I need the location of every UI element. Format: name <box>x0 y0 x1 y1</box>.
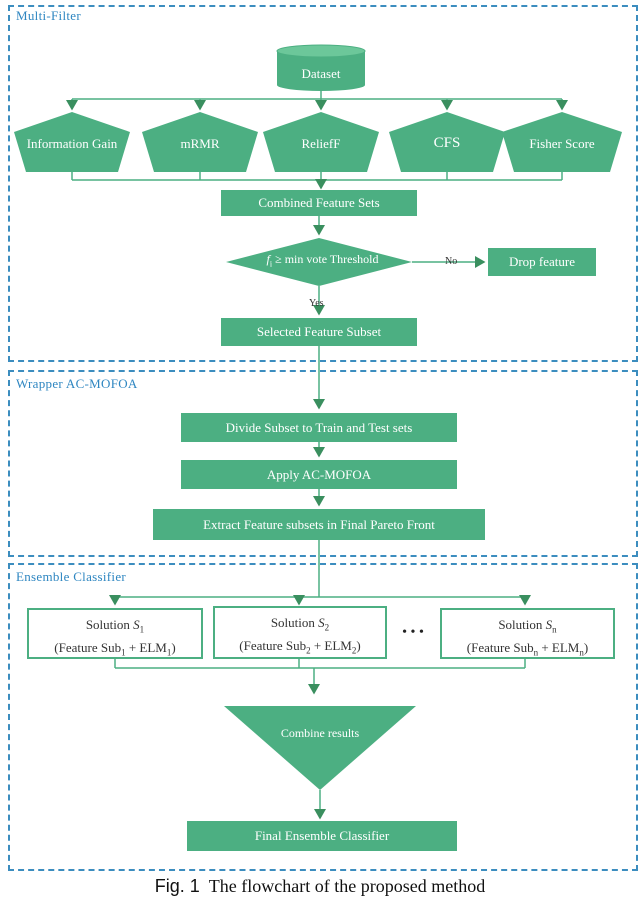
divide-subset: Divide Subset to Train and Test sets <box>181 413 457 442</box>
solution-title: Solution <box>85 617 130 632</box>
figure-number: Fig. 1 <box>154 876 200 896</box>
solution-var: S <box>318 615 325 630</box>
elm-index: 2 <box>351 645 357 656</box>
solution-box-2: Solution S2 (Feature Sub2 + ELM2) <box>213 606 387 659</box>
wrapper-section <box>8 370 638 557</box>
solution-var: S <box>545 617 553 632</box>
apply-ac-mofoa: Apply AC-MOFOA <box>181 460 457 489</box>
dataset-label: Dataset <box>301 65 341 81</box>
filter-shape-fisher <box>502 112 622 172</box>
extract-feature-subsets: Extract Feature subsets in Final Pareto … <box>153 509 485 540</box>
filter-shape-cfs <box>389 112 505 172</box>
filter-shape-info-gain <box>14 112 130 172</box>
decision-subscript: i <box>269 259 273 269</box>
decision-text: ≥ min vote Threshold <box>275 252 379 267</box>
drop-feature: Drop feature <box>488 248 596 276</box>
solution-box-n: Solution Sn (Feature Subn + ELMn) <box>440 608 615 659</box>
decision-variable: f <box>266 252 270 267</box>
filter-label-fisher: Fisher Score <box>529 135 595 151</box>
filter-label-info-gain: Information Gain <box>26 135 118 151</box>
final-ensemble-classifier: Final Ensemble Classifier <box>187 821 457 851</box>
figure-caption: Fig. 1 The flowchart of the proposed met… <box>0 876 640 897</box>
filter-shape-mrmr <box>142 112 258 172</box>
figure-caption-text: The flowchart of the proposed method <box>208 876 486 896</box>
yes-label: Yes <box>309 298 324 309</box>
filter-shape-relieff <box>263 112 379 172</box>
combine-triangle <box>224 706 416 790</box>
feature-sub-label: Feature Sub <box>58 639 122 655</box>
decision-diamond <box>226 238 412 286</box>
solution-title: Solution <box>270 615 315 630</box>
elm-label: ELM <box>324 637 352 653</box>
ensemble-section <box>8 563 638 871</box>
filter-label-mrmr: mRMR <box>180 135 220 151</box>
solution-title: Solution <box>498 617 543 632</box>
feature-sub-index: 1 <box>121 647 126 658</box>
elm-label: ELM <box>139 639 167 655</box>
multi-filter-title: Multi-Filter <box>16 8 81 23</box>
decision-label: fi ≥ min vote Threshold <box>240 252 405 272</box>
elm-index: 1 <box>166 647 172 658</box>
no-label: No <box>445 256 458 267</box>
feature-sub-label: Feature Sub <box>471 639 534 655</box>
wrapper-title: Wrapper AC-MOFOA <box>16 376 138 391</box>
solution-sub: 1 <box>139 624 145 635</box>
solution-sub: n <box>552 624 557 635</box>
filter-label-relieff: ReliefF <box>301 135 341 151</box>
ensemble-title: Ensemble Classifier <box>16 569 127 584</box>
combined-feature-sets: Combined Feature Sets <box>221 190 417 216</box>
solution-var: S <box>133 617 140 632</box>
filter-label-cfs: CFS <box>433 134 461 151</box>
ellipsis: • • • <box>402 624 424 640</box>
selected-feature-subset: Selected Feature Subset <box>221 318 417 346</box>
feature-sub-index: 2 <box>306 645 311 656</box>
combine-label: Combine results <box>280 725 360 740</box>
solution-sub: 2 <box>324 622 330 633</box>
feature-sub-label: Feature Sub <box>243 637 307 653</box>
solution-box-1: Solution S1 (Feature Sub1 + ELM1) <box>27 608 203 659</box>
feature-sub-index: n <box>533 647 539 658</box>
multi-filter-section <box>8 5 638 362</box>
elm-index: n <box>579 647 584 658</box>
elm-label: ELM <box>551 639 580 655</box>
dataset-cylinder <box>276 44 366 91</box>
